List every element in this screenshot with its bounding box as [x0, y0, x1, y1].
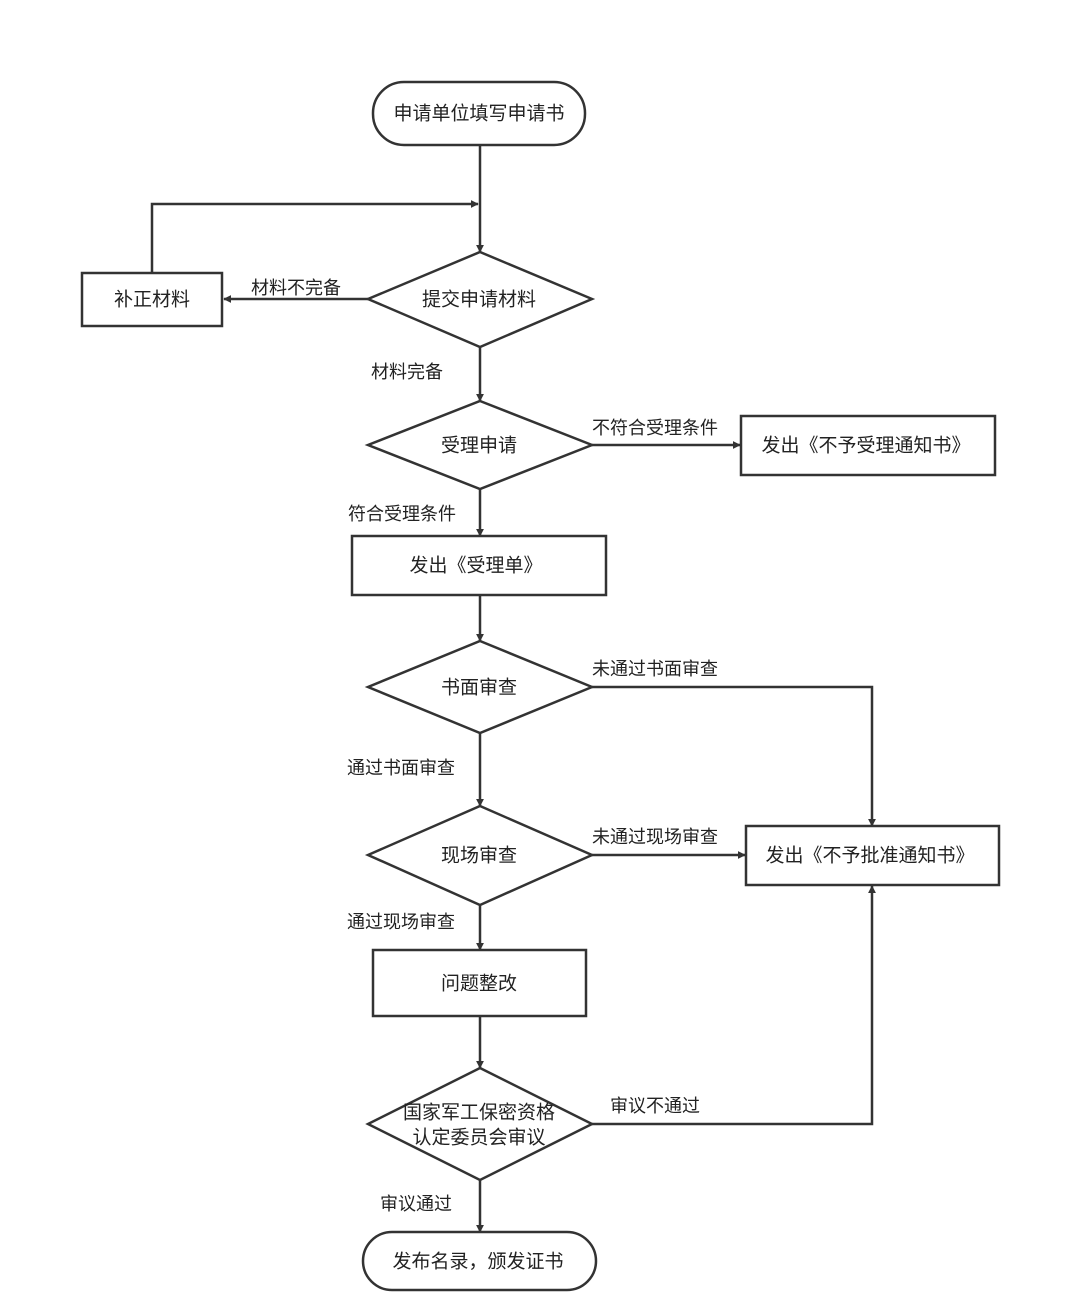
- label-complete: 材料完备: [371, 362, 443, 383]
- label-onsite-fail: 未通过现场审查: [592, 827, 718, 848]
- end-label: 发布名录，颁发证书: [392, 1251, 563, 1273]
- receipt-label: 发出《受理单》: [409, 555, 542, 577]
- receipt-box: [350, 534, 608, 597]
- label-written-pass: 通过书面审查: [347, 758, 455, 779]
- node-labels: 申请单位填写申请书 提交申请材料 补正材料 受理申请 发出《不予受理通知书》 发…: [114, 103, 975, 1273]
- label-not-eligible: 不符合受理条件: [592, 418, 718, 439]
- rectify-box: [371, 948, 588, 1018]
- label-review-pass: 审议通过: [380, 1194, 452, 1215]
- reject-approve-notice-label: 发出《不予批准通知书》: [765, 845, 974, 867]
- edge-supplement-loop: [150, 200, 479, 273]
- reject-approve-notice-box: [744, 824, 1001, 887]
- label-review-fail: 审议不通过: [610, 1096, 700, 1117]
- label-written-fail: 未通过书面审查: [592, 659, 718, 680]
- reject-accept-notice-box: [739, 414, 997, 477]
- submit-decision: [364, 250, 596, 349]
- edge-labels: 材料不完备 材料完备 不符合受理条件 符合受理条件 未通过书面审查 通过书面审查…: [251, 278, 718, 1215]
- written-review-label: 书面审查: [441, 677, 517, 699]
- end-terminal: [361, 1230, 598, 1292]
- reject-accept-notice-label: 发出《不予受理通知书》: [761, 435, 970, 457]
- committee-label-line2: 认定委员会审议: [412, 1127, 545, 1149]
- label-onsite-pass: 通过现场审查: [347, 912, 455, 933]
- edges: [150, 145, 876, 1233]
- start-terminal: [371, 80, 587, 147]
- supplement-box: [80, 271, 224, 328]
- supplement-label: 补正材料: [114, 289, 190, 311]
- label-eligible: 符合受理条件: [348, 504, 456, 525]
- accept-label: 受理申请: [441, 435, 517, 457]
- label-incomplete: 材料不完备: [251, 278, 341, 299]
- accept-decision: [364, 399, 596, 491]
- rectify-label: 问题整改: [441, 973, 517, 995]
- submit-label: 提交申请材料: [422, 289, 536, 311]
- written-review-decision: [364, 639, 596, 735]
- committee-decision: [365, 1066, 595, 1182]
- edge-written-fail: [592, 685, 876, 827]
- onsite-review-decision: [364, 804, 596, 907]
- committee-label-line1: 国家军工保密资格: [403, 1102, 555, 1124]
- edge-committee-fail: [592, 885, 876, 1126]
- onsite-review-label: 现场审查: [441, 845, 517, 867]
- nodes: [80, 80, 1001, 1292]
- start-label: 申请单位填写申请书: [393, 103, 564, 125]
